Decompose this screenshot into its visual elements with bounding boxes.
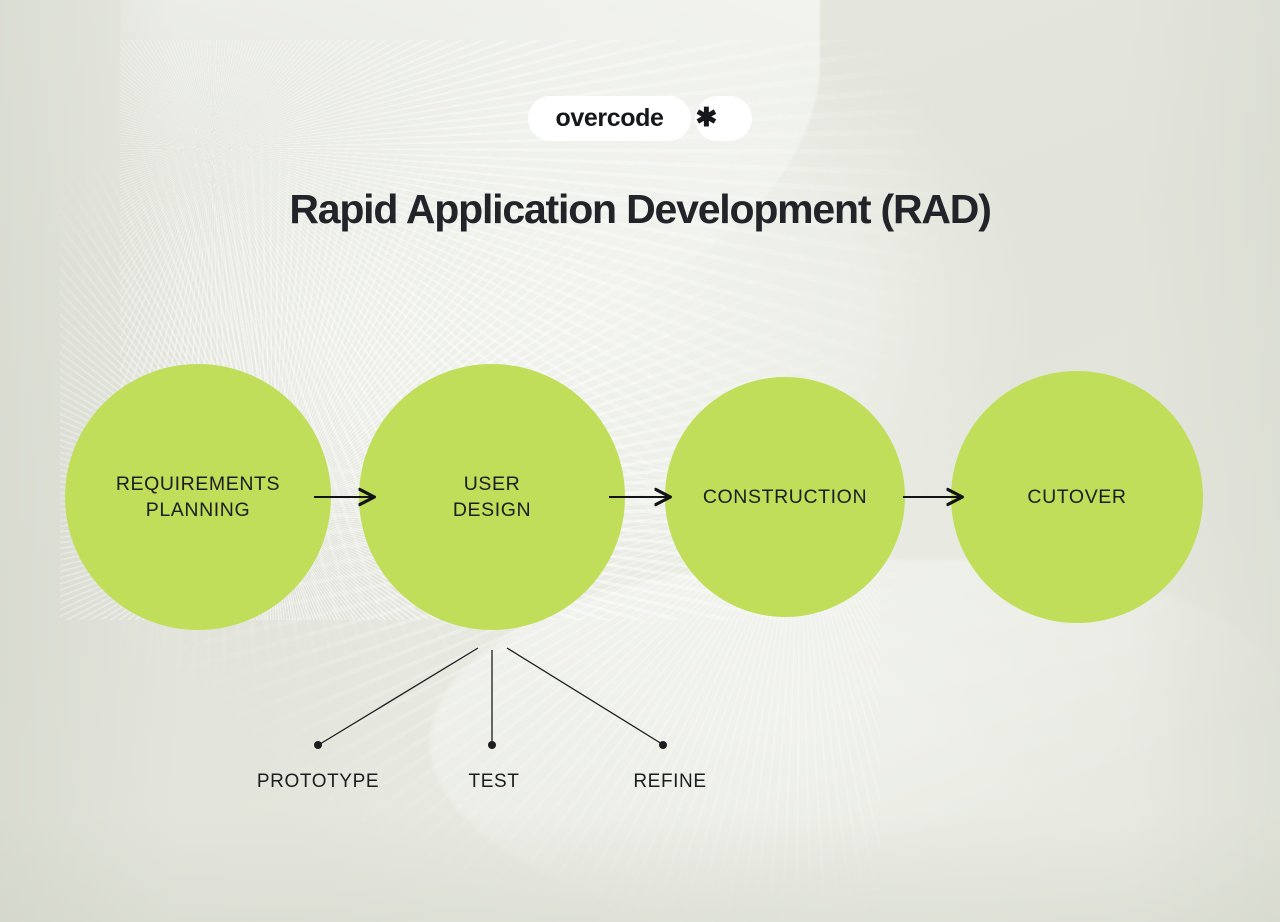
brand-mark-pill: ✱: [695, 96, 753, 141]
connector-dot-test: [488, 741, 496, 749]
brand-name: overcode: [555, 104, 664, 132]
brand-logo[interactable]: overcode ✱: [0, 96, 1280, 141]
stage-label: REQUIREMENTS PLANNING: [115, 472, 281, 521]
stage-node-user-design[interactable]: USER DESIGN: [359, 364, 625, 630]
sub-activity-label-test: TEST: [468, 771, 520, 792]
connector-line-prototype: [319, 647, 479, 745]
connector-dot-prototype: [314, 741, 322, 749]
sub-activity-label-refine: REFINE: [633, 771, 707, 792]
stage-label: CUTOVER: [1027, 485, 1127, 508]
connector-dot-refine: [659, 741, 667, 749]
page-title: Rapid Application Development (RAD): [289, 186, 992, 232]
stage-node-construction[interactable]: CONSTRUCTION: [665, 377, 905, 617]
connector-line-refine: [506, 647, 663, 745]
stage-label: USER DESIGN: [452, 472, 532, 521]
brand-name-pill: overcode: [527, 96, 692, 141]
stage-label: CONSTRUCTION: [702, 485, 868, 508]
stage-node-requirements-planning[interactable]: REQUIREMENTS PLANNING: [65, 364, 331, 630]
sub-activity-label-prototype: PROTOTYPE: [256, 771, 380, 792]
asterisk-icon: ✱: [695, 102, 718, 132]
stage-node-cutover[interactable]: CUTOVER: [951, 371, 1203, 623]
